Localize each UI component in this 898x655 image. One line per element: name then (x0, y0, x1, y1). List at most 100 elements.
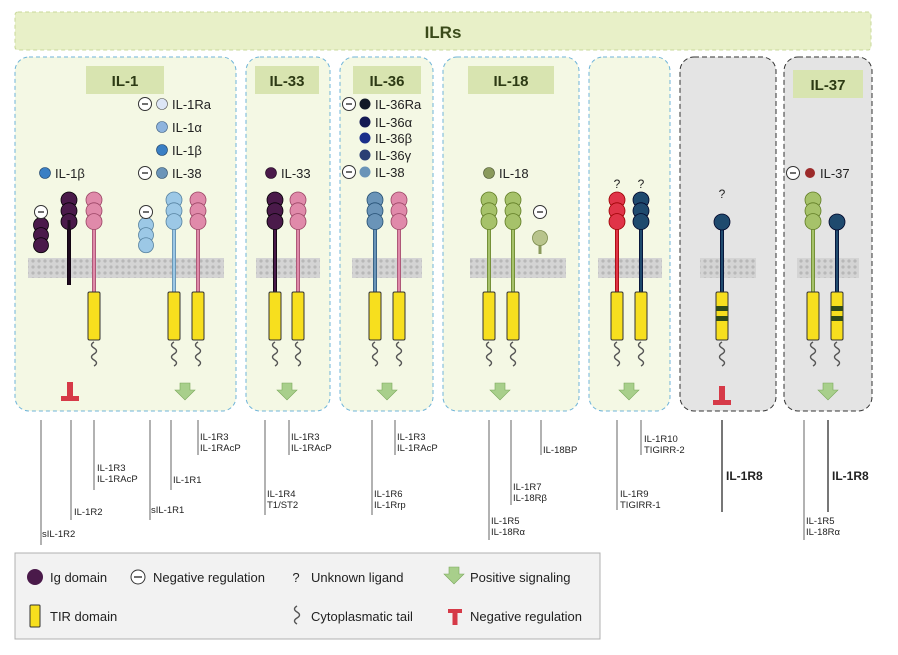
legend-unknown: Unknown ligand (311, 570, 404, 585)
positive-signal-arrow (174, 382, 196, 401)
annotation-label: sIL-1R2 (42, 529, 75, 540)
receptor (804, 191, 822, 367)
ig-domain (138, 237, 154, 254)
tir-domain (191, 291, 205, 341)
tir-domain-icon (29, 604, 41, 628)
family-label-il1: IL-1 (112, 73, 139, 90)
ligand-dot-il1ra (156, 98, 168, 110)
question-icon: ? (292, 570, 299, 585)
ligand-il36g: IL-36γ (375, 148, 412, 163)
annotation-label: IL-18BP (543, 445, 577, 456)
cytoplasmatic-tail (809, 341, 817, 367)
cytoplasmatic-tail (485, 341, 493, 367)
ligand-dot-il18 (483, 167, 495, 179)
receptor (165, 191, 183, 367)
ligand-dot-il1a (156, 121, 168, 133)
ig-domain (632, 213, 650, 231)
tir-domain (392, 291, 406, 341)
panel-il1: IL-1 (14, 56, 237, 412)
positive-signal-arrow (817, 382, 839, 401)
receptor (608, 191, 626, 367)
annotation-line-text: IL-1R9 (620, 489, 649, 500)
ligand-dot-il36g (359, 149, 371, 161)
il18bp (532, 230, 548, 254)
legend: Ig domain Negative regulation ? Unknown … (14, 552, 601, 640)
panel-orphan (588, 56, 671, 412)
cytoplasmatic-tail (509, 341, 517, 367)
ligand-dot-il1b (39, 167, 51, 179)
ligand-labels: IL-1β IL-1Ra IL-1α IL-1β IL-38 IL-33 IL-… (39, 97, 850, 201)
panel-il1r8 (679, 56, 777, 412)
annotation-line-text: IL-1R3 (397, 432, 426, 443)
cytoplasmatic-tail (371, 341, 379, 367)
receptor (266, 191, 284, 367)
ligand-il37: IL-37 (820, 166, 850, 181)
ligand-dot-il37 (805, 168, 815, 178)
family-label-il18: IL-18 (493, 73, 528, 90)
unknown-ligand-1: ? (614, 177, 621, 191)
annotation-line-text: TIGIRR-1 (620, 500, 661, 511)
tir-domain (610, 291, 624, 341)
positive-signal-arrow (618, 382, 640, 401)
tir-band (716, 306, 728, 311)
tir-domain (368, 291, 382, 341)
panel-il36: IL-36 (339, 56, 434, 412)
panel-il37: IL-37 (783, 56, 873, 412)
ig-domain (390, 213, 408, 231)
annotation-label: IL-1R8 (726, 469, 763, 483)
tir-band (831, 316, 843, 321)
ligand-il33: IL-33 (281, 166, 311, 181)
annotation-line-text: IL-1R3 (97, 463, 126, 474)
annotation-line-text: IL-18Rα (806, 527, 841, 538)
ligand-il36b: IL-36β (375, 131, 412, 146)
annotation-line-text: IL-1RAcP (200, 443, 241, 454)
ligand-dot-il38-2 (359, 166, 371, 178)
annotation-line-text: IL-18Rβ (513, 493, 548, 504)
ig-domain (608, 213, 626, 231)
annotation-line-text: IL-1R6 (374, 489, 403, 500)
annotation-line-text: T1/ST2 (267, 500, 298, 511)
legend-negative: Negative regulation (470, 609, 582, 624)
ligand-il1ra: IL-1Ra (172, 97, 212, 112)
annotation-label: IL-1R2 (74, 507, 103, 518)
ig-domain (165, 213, 183, 231)
negative-t-icon (448, 609, 462, 625)
ligand-dot-il36a (359, 116, 371, 128)
annotation-line-text: IL-1R8 (726, 469, 763, 483)
annotation-line-text: sIL-1R2 (42, 529, 75, 540)
receptor (366, 191, 384, 367)
annotation-line-text: IL-1R2 (74, 507, 103, 518)
legend-neg-reg: Negative regulation (153, 570, 265, 585)
legend-positive: Positive signaling (470, 570, 570, 585)
annotation-line-text: IL-1R8 (832, 469, 869, 483)
legend-ig: Ig domain (50, 570, 107, 585)
receptor (828, 213, 846, 367)
annotation-line-text: TIGIRR-2 (644, 445, 685, 456)
ligand-il1b: IL-1β (55, 166, 85, 181)
receptor (713, 213, 731, 367)
cytoplasmatic-tail (395, 341, 403, 367)
cytoplasmatic-tail (90, 341, 98, 367)
tir-domain (506, 291, 520, 341)
tir-domain (291, 291, 305, 341)
annotation-label: sIL-1R1 (151, 505, 184, 516)
signals (61, 382, 839, 405)
annotation-label: IL-1R1 (173, 475, 202, 486)
annotation-line-text: IL-1R5 (806, 516, 835, 527)
negative-signal-t (713, 386, 731, 405)
tir-domain (634, 291, 648, 341)
ligand-il36a: IL-36α (375, 115, 413, 130)
ligand-il1b-2: IL-1β (172, 143, 202, 158)
ig-domain (804, 213, 822, 231)
receptor (85, 191, 103, 367)
positive-signal-arrow (276, 382, 298, 401)
